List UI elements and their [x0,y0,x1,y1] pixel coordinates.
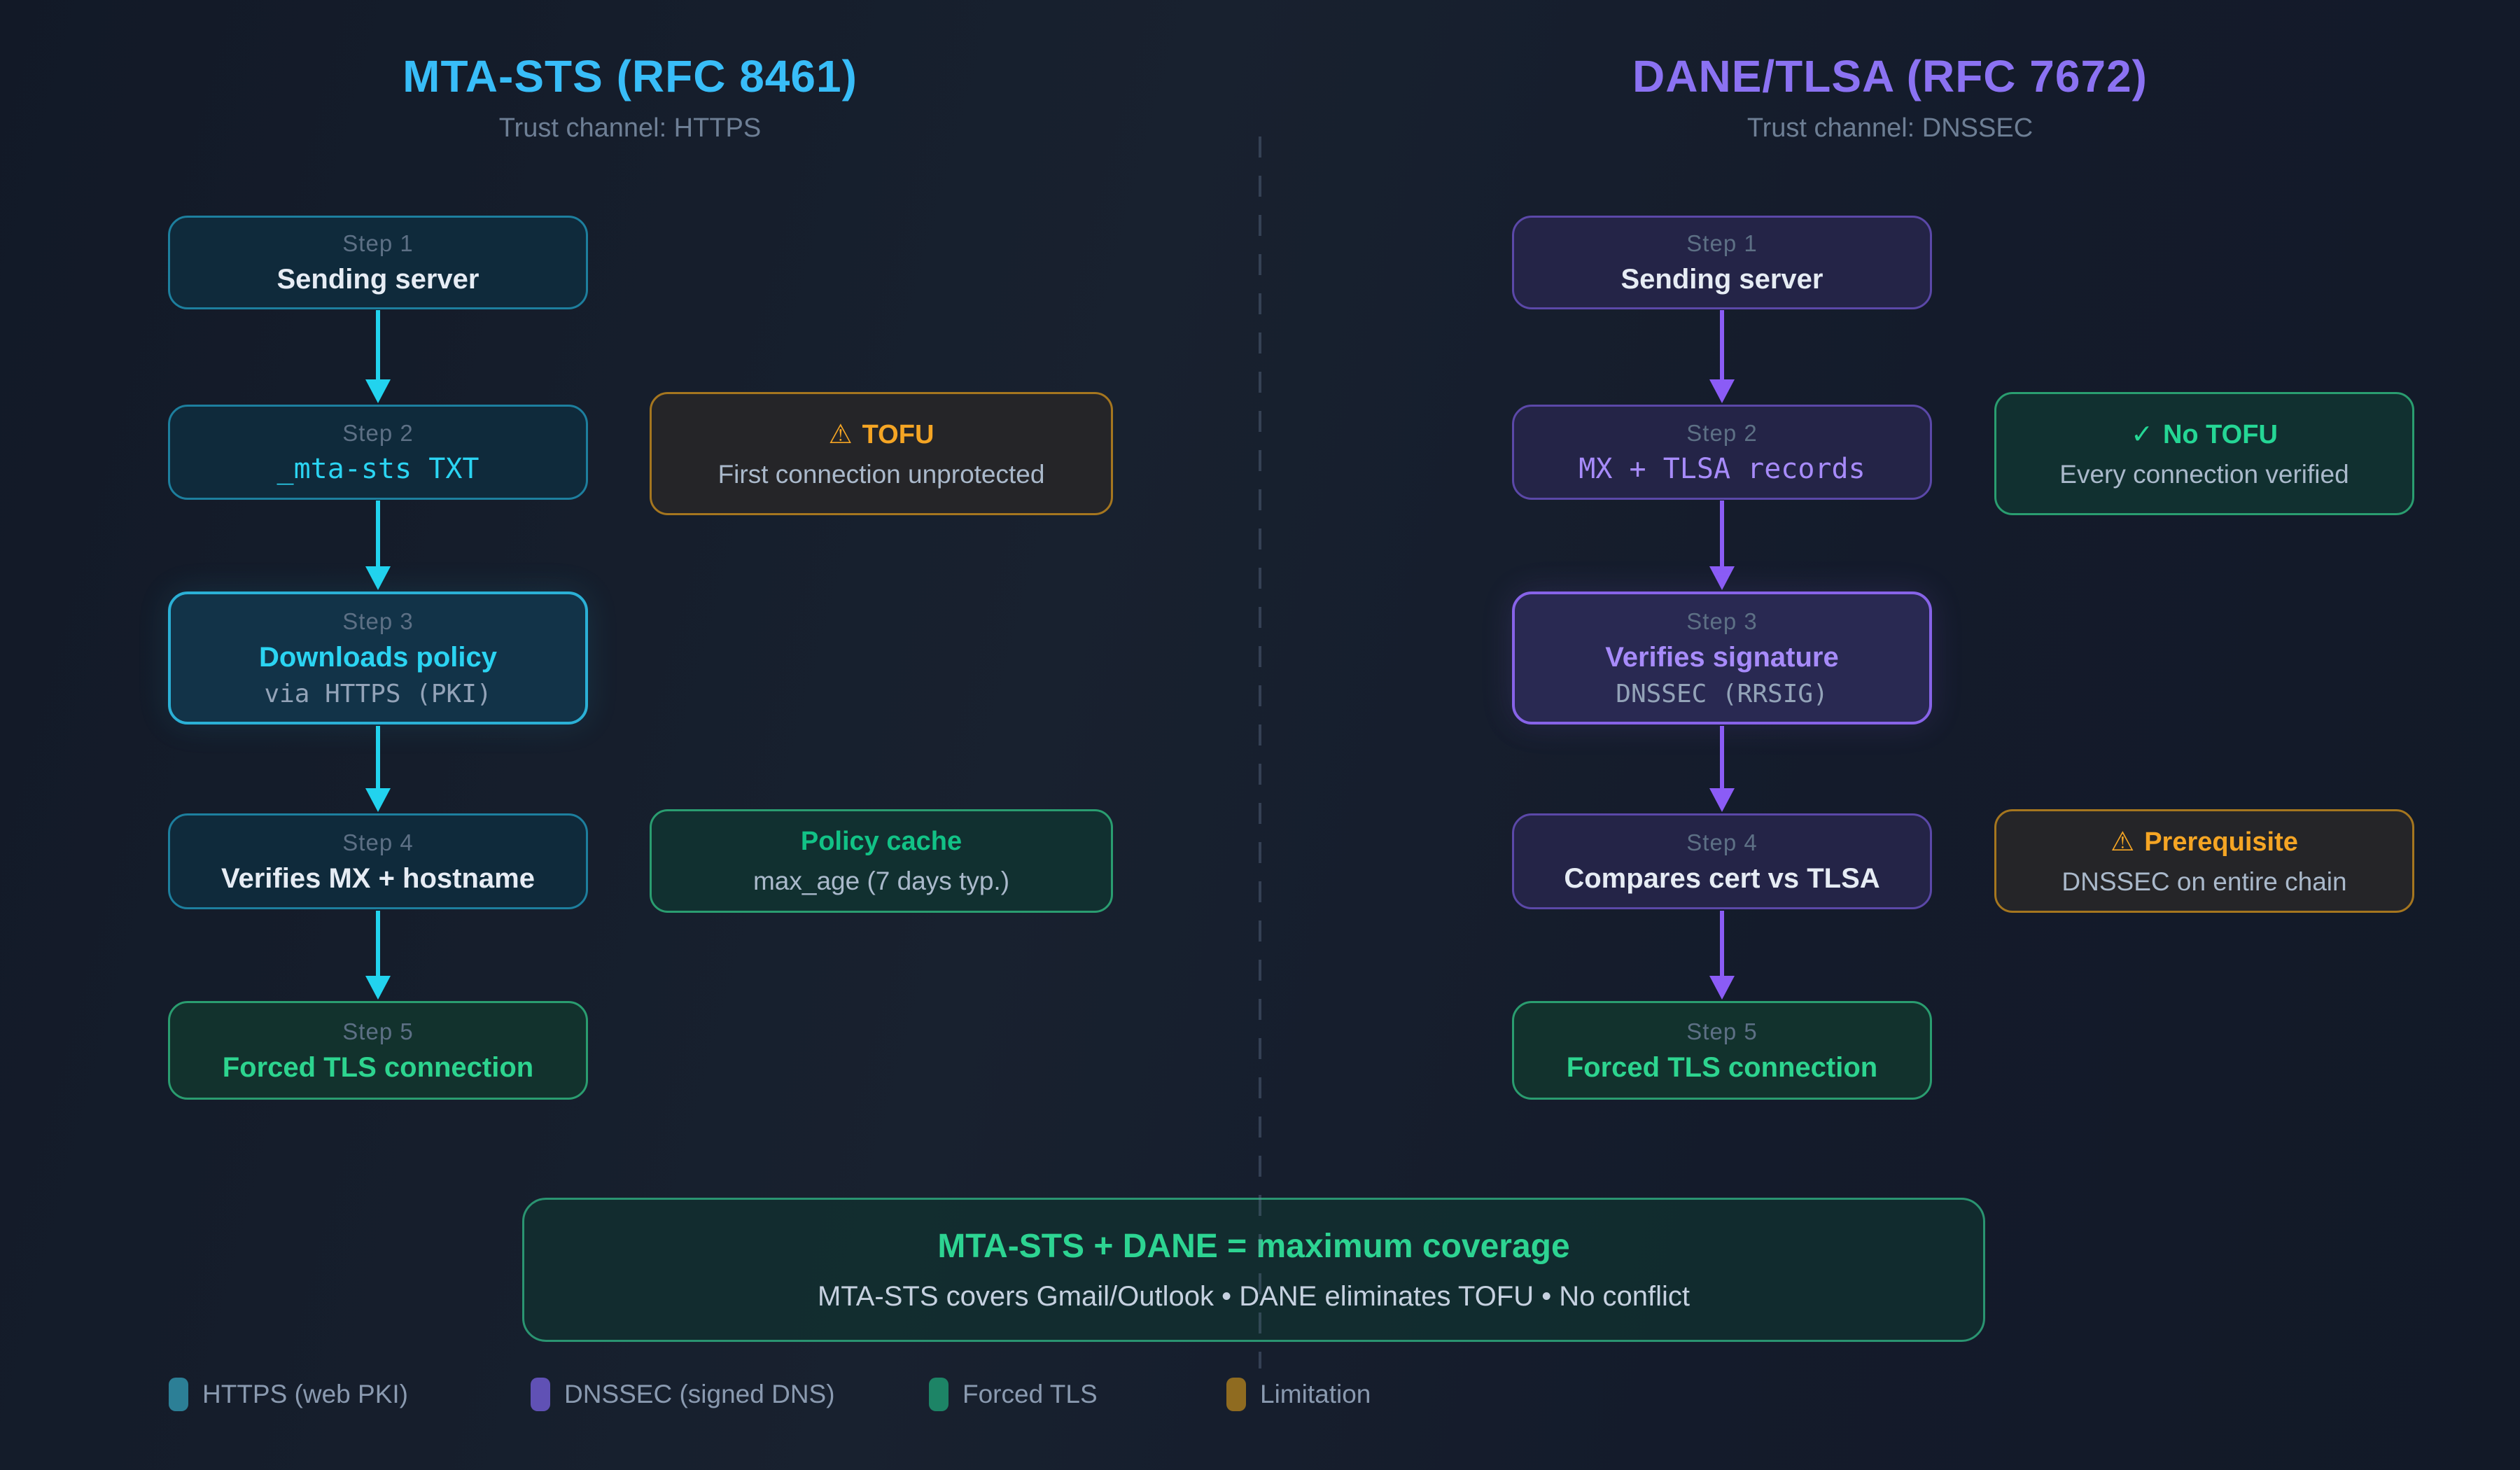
legend-label: DNSSEC (signed DNS) [564,1380,835,1408]
mta-step-5: Step 5 Forced TLS connection [168,1001,588,1100]
dane-step-3: Step 3 Verifies signature DNSSEC (RRSIG) [1512,592,1932,724]
step-label: Step 5 [1686,1018,1758,1044]
dane-step-2: Step 2 MX + TLSA records [1512,405,1932,500]
column-divider [1259,136,1261,1368]
warning-icon: ⚠ [828,419,853,449]
arrow-down-icon [365,310,391,403]
step-title: Forced TLS connection [1566,1051,1878,1083]
arrow-down-icon [1709,310,1735,403]
step-label: Step 4 [1686,829,1758,855]
note-title: ⚠ Prerequisite [2110,826,2298,858]
step-title: _mta-sts TXT [276,453,479,485]
step-label: Step 3 [342,608,414,634]
legend-label: HTTPS (web PKI) [202,1380,408,1408]
arrow-down-icon [1709,911,1735,1000]
summary-subtitle: MTA-STS covers Gmail/Outlook • DANE elim… [817,1281,1690,1312]
dane-column-title: DANE/TLSA (RFC 7672) [1632,51,2148,102]
note-title: ✓ No TOFU [2131,419,2278,450]
arrow-down-icon [365,726,391,812]
step-title: Verifies signature [1605,641,1839,673]
legend-label: Limitation [1260,1380,1371,1408]
step-label: Step 1 [342,230,414,256]
legend-item-dnssec: DNSSEC (signed DNS) [531,1373,835,1415]
step-title: Forced TLS connection [222,1051,534,1083]
step-label: Step 1 [1686,230,1758,256]
note-title: ⚠ TOFU [829,419,934,450]
step-title: Sending server [276,264,479,295]
legend-swatch-dnssec [531,1378,550,1411]
note-subtitle: First connection unprotected [718,459,1045,489]
dane-step-4: Step 4 Compares cert vs TLSA [1512,813,1932,909]
mta-step-3: Step 3 Downloads policy via HTTPS (PKI) [168,592,588,724]
note-title: Policy cache [801,827,962,857]
dane-step-5: Step 5 Forced TLS connection [1512,1001,1932,1100]
arrow-down-icon [1709,726,1735,812]
note-subtitle: Every connection verified [2059,459,2349,489]
legend-item-forced-tls: Forced TLS [929,1373,1098,1415]
note-subtitle: max_age (7 days typ.) [752,866,1010,895]
note-title-text: Prerequisite [2144,827,2298,857]
mta-step-4: Step 4 Verifies MX + hostname [168,813,588,909]
arrow-down-icon [365,911,391,1000]
step-subtitle: DNSSEC (RRSIG) [1616,679,1828,708]
arrow-down-icon [365,500,391,590]
step-label: Step 5 [342,1018,414,1044]
note-title-text: No TOFU [2162,419,2278,449]
mta-note-policy-cache: Policy cache max_age (7 days typ.) [650,809,1113,913]
step-title: Verifies MX + hostname [221,862,535,894]
note-subtitle: DNSSEC on entire chain [2062,867,2347,896]
step-title: Downloads policy [258,641,498,673]
dane-note-prerequisite: ⚠ Prerequisite DNSSEC on entire chain [1994,809,2414,913]
mta-step-2: Step 2 _mta-sts TXT [168,405,588,500]
mta-sts-column-title: MTA-STS (RFC 8461) [402,51,858,102]
legend: HTTPS (web PKI) DNSSEC (signed DNS) Forc… [0,1373,2520,1415]
legend-label: Forced TLS [962,1380,1098,1408]
dane-step-1: Step 1 Sending server [1512,216,1932,309]
legend-item-https: HTTPS (web PKI) [169,1373,408,1415]
legend-swatch-https [169,1378,188,1411]
step-label: Step 2 [1686,420,1758,446]
step-label: Step 2 [342,420,414,446]
summary-title: MTA-STS + DANE = maximum coverage [937,1228,1570,1265]
step-label: Step 4 [342,829,414,855]
check-icon: ✓ [2131,419,2153,449]
legend-item-limitation: Limitation [1226,1373,1371,1415]
mta-note-tofu: ⚠ TOFU First connection unprotected [650,392,1113,515]
dane-note-no-tofu: ✓ No TOFU Every connection verified [1994,392,2414,515]
dane-column-subtitle: Trust channel: DNSSEC [1746,113,2033,143]
step-title: Compares cert vs TLSA [1564,862,1880,894]
summary-box: MTA-STS + DANE = maximum coverage MTA-ST… [522,1198,1985,1342]
warning-icon: ⚠ [2110,827,2135,857]
legend-swatch-forced-tls [929,1378,948,1411]
mta-step-1: Step 1 Sending server [168,216,588,309]
step-title: Sending server [1620,264,1823,295]
note-title-text: TOFU [862,419,934,449]
step-title: MX + TLSA records [1578,453,1865,485]
legend-swatch-limitation [1226,1378,1246,1411]
step-label: Step 3 [1686,608,1758,634]
arrow-down-icon [1709,500,1735,590]
note-title-text: Policy cache [800,826,962,856]
step-subtitle: via HTTPS (PKI) [264,679,492,708]
mta-sts-column-subtitle: Trust channel: HTTPS [498,113,762,143]
